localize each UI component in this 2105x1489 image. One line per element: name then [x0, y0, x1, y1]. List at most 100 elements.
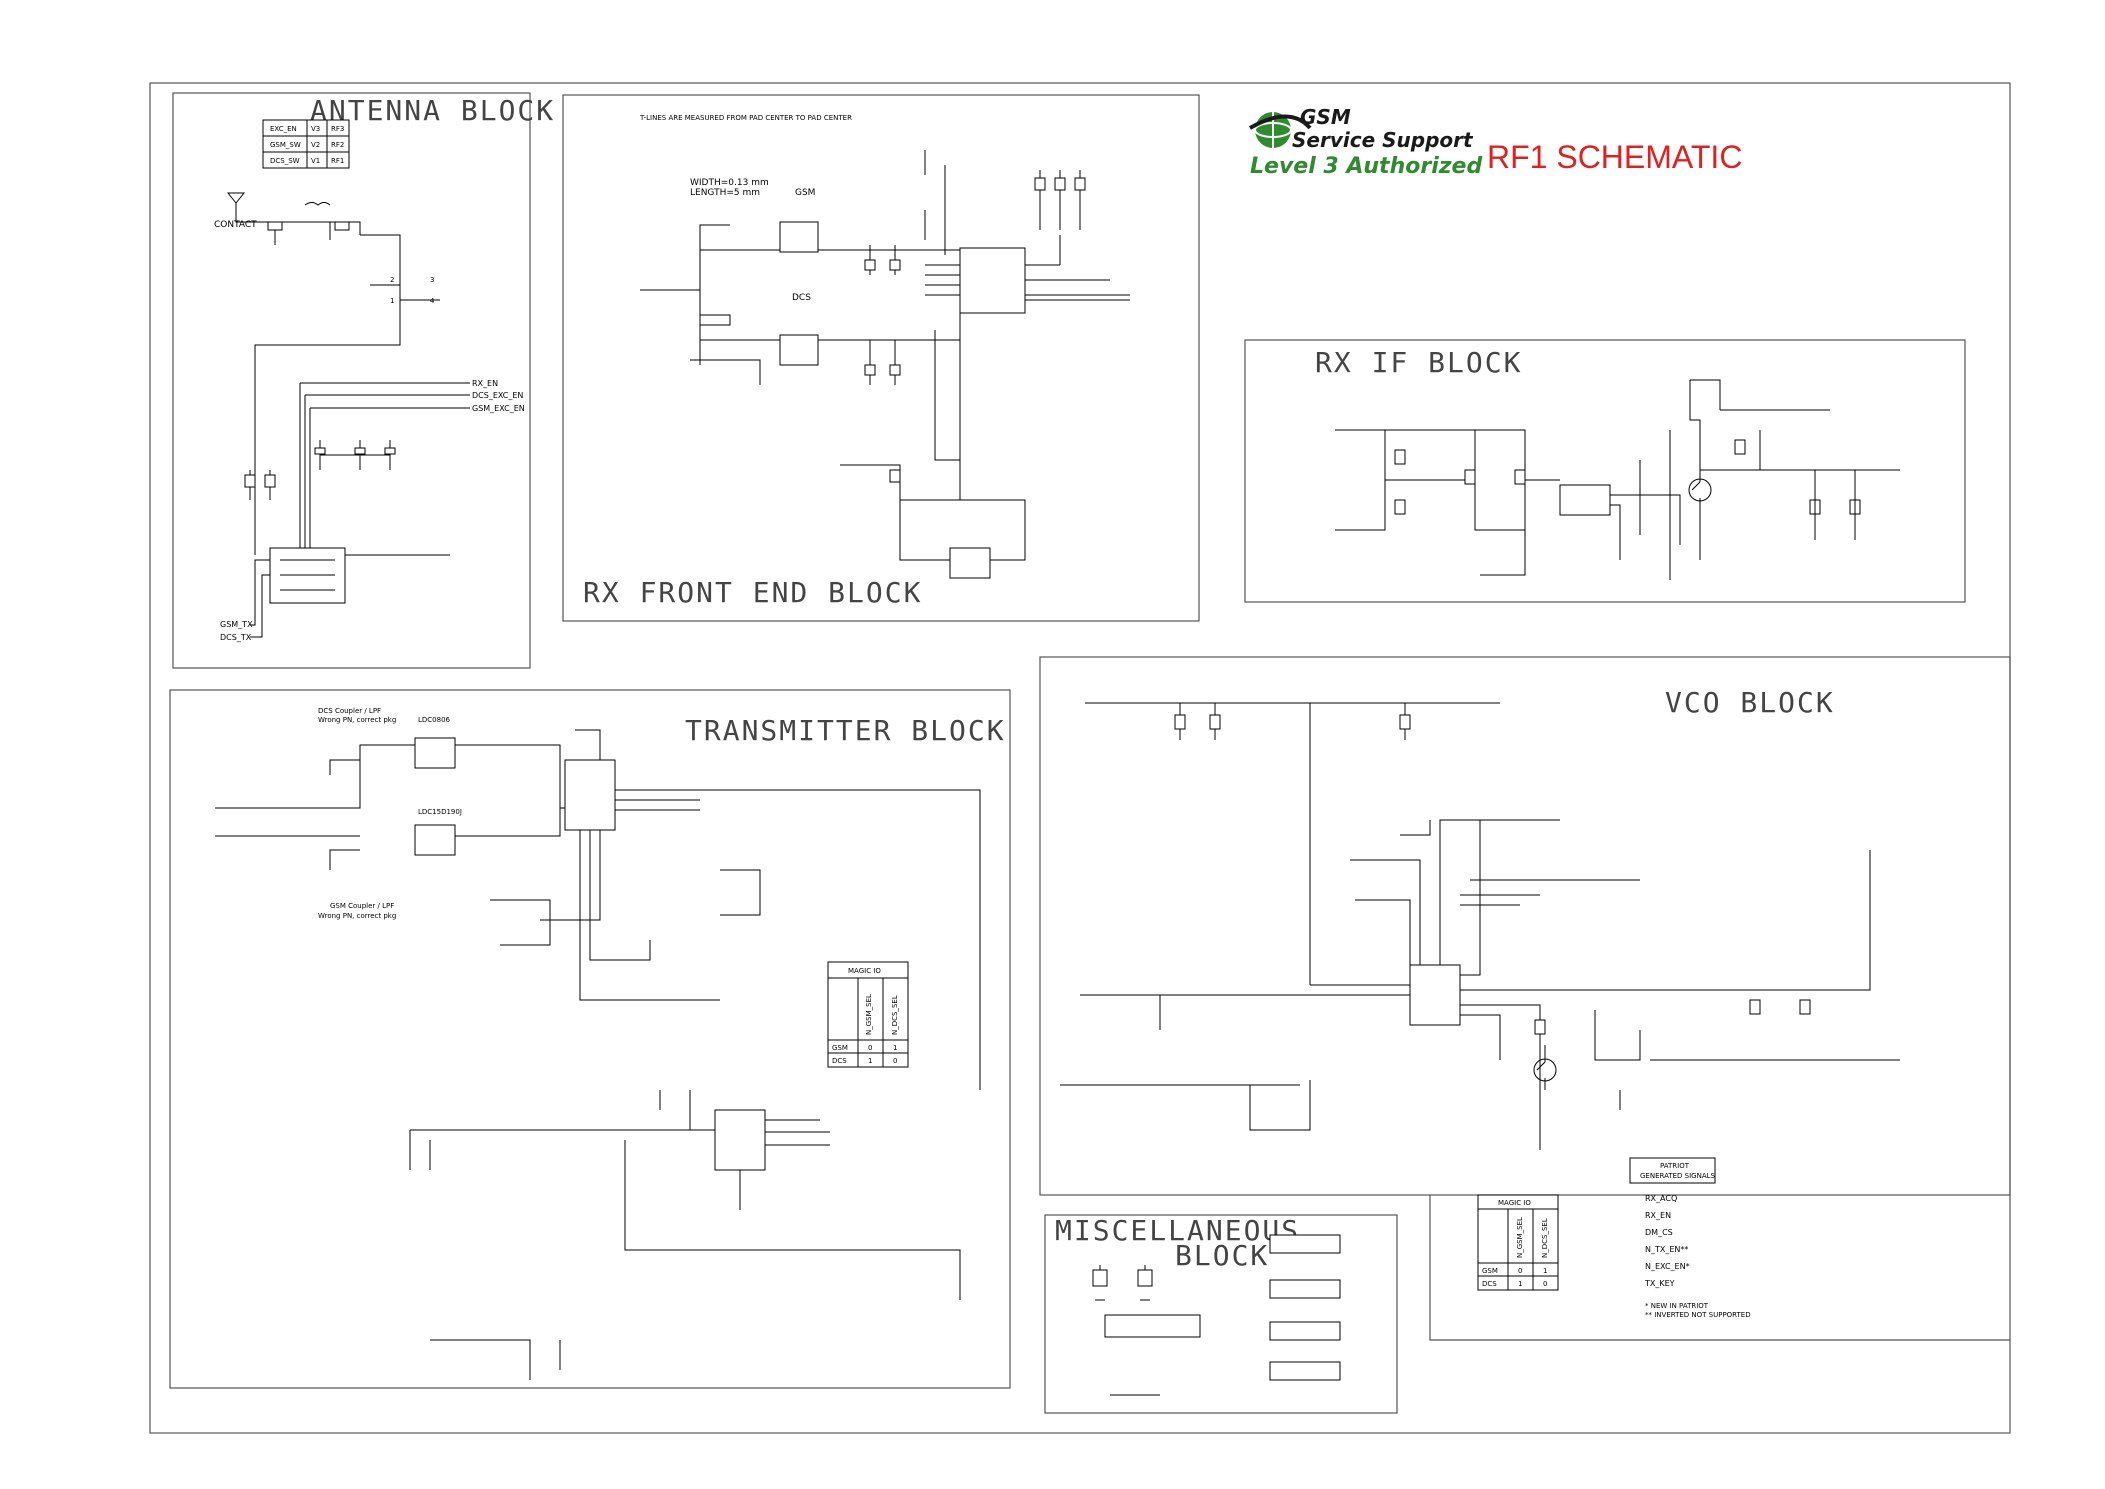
pa-module: [564, 759, 616, 831]
misc-connector: [1269, 1279, 1341, 1299]
magic-io-col: N_DCS_SEL: [891, 995, 899, 1035]
page-title: RF1 SCHEMATIC: [1487, 139, 1742, 175]
transmitter-block: TRANSMITTER BLOCK DCS Coupler / LPF Wron…: [169, 689, 1011, 1389]
svg-text:4: 4: [430, 297, 435, 305]
rx-front-end-ic: [959, 247, 1026, 314]
magic-io-cell: GSM: [1482, 1267, 1498, 1275]
net-dcs-tx: DCS_TX: [220, 633, 252, 642]
antenna-icon: [226, 192, 246, 215]
u420-label: LDC0806: [418, 716, 451, 724]
misc-title-line2: BLOCK: [1175, 1239, 1269, 1272]
magic-io-col: N_GSM_SEL: [865, 994, 873, 1035]
svg-text:1: 1: [390, 297, 394, 305]
magic-io-col: N_DCS_SEL: [1541, 1218, 1549, 1258]
gsm-coupler-ic: [414, 824, 456, 856]
magic-io-cell: 0: [868, 1044, 872, 1052]
patriot-signal: N_TX_EN**: [1645, 1245, 1688, 1254]
transistor-icon: [1688, 470, 1712, 510]
contact-label: CONTACT: [214, 220, 257, 230]
table-cell: RF3: [331, 125, 344, 133]
logo-service-support: Service Support: [1292, 128, 1474, 152]
gsm-coupler-note: GSM Coupler / LPF: [330, 902, 394, 910]
table-cell: RF2: [331, 141, 344, 149]
saw-filter-gsm: [779, 221, 819, 253]
magic-io-cell: GSM: [832, 1044, 848, 1052]
table-cell: EXC_EN: [270, 125, 297, 133]
net-rx-en: RX_EN: [472, 379, 498, 388]
patriot-footnote: ** INVERTED NOT SUPPORTED: [1645, 1311, 1751, 1319]
tline-width: WIDTH=0.13 mm: [690, 178, 769, 188]
patriot-subtitle: GENERATED SIGNALS: [1640, 1172, 1716, 1180]
magic-io-cell: 0: [1543, 1280, 1547, 1288]
globe-icon: [1249, 112, 1312, 148]
dcs-label: DCS: [792, 293, 811, 303]
misc-block: MISCELLANEOUS BLOCK: [1044, 1214, 1398, 1414]
logo-level3: Level 3 Authorized: [1250, 154, 1482, 179]
misc-title-line1: MISCELLANEOUS: [1055, 1214, 1300, 1247]
transmitter-title: TRANSMITTER BLOCK: [685, 714, 1006, 747]
patriot-signal: RX_ACQ: [1645, 1194, 1677, 1203]
magic-io-title: MAGIC IO: [1498, 1199, 1531, 1207]
gsm-coupler-pn-note: Wrong PN, correct pkg: [318, 912, 396, 920]
table-cell: RF1: [331, 157, 344, 165]
rx-front-end-block: RX FRONT END BLOCK T-LINES ARE MEASURED …: [562, 94, 1200, 622]
logo-gsm: GSM: [1300, 105, 1351, 129]
table-cell: DCS_SW: [270, 157, 300, 165]
magic-io-cell: DCS: [1482, 1280, 1497, 1288]
magic-io-cell: 1: [868, 1057, 872, 1065]
table-cell: GSM_SW: [270, 141, 301, 149]
misc-connector: [1269, 1234, 1341, 1254]
magic-io-cell: 0: [893, 1057, 897, 1065]
antenna-block-title: ANTENNA BLOCK: [310, 94, 555, 127]
vco-synthesizer-ic: [1409, 964, 1461, 1026]
magic-io-cell: 1: [1518, 1280, 1522, 1288]
misc-connector: [1269, 1321, 1341, 1341]
rx-front-end-title: RX FRONT END BLOCK: [583, 576, 922, 609]
antenna-switch-table: EXC_EN V3 RF3 GSM_SW V2 RF2 DCS_SW V1 RF…: [262, 119, 350, 169]
tline-length: LENGTH=5 mm: [690, 188, 760, 198]
vco-block: VCO BLOCK PATRIOT GENERATED SIGNALS RX_A…: [1039, 656, 2011, 1341]
magic-io-cell: DCS: [832, 1057, 847, 1065]
dcs-coupler-ic: [414, 737, 456, 769]
dcs-coupler-pn-note: Wrong PN, correct pkg: [318, 716, 396, 724]
tx-modulator-ic: [714, 1109, 766, 1171]
table-cell: V1: [311, 157, 320, 165]
tline-note: T-LINES ARE MEASURED FROM PAD CENTER TO …: [639, 114, 852, 122]
u430-label: LDC15D190J: [418, 808, 462, 816]
vco-magic-io-table: MAGIC IO N_GSM_SEL N_DCS_SEL GSM 0 1 DCS…: [1477, 1194, 1559, 1291]
vco-title: VCO BLOCK: [1665, 686, 1835, 719]
patriot-signals-table: PATRIOT GENERATED SIGNALS RX_ACQ RX_EN D…: [1629, 1157, 1751, 1319]
if-filter: [1559, 484, 1611, 516]
vco-transistor-icon: [1533, 1045, 1557, 1090]
gsm-logo: GSM Service Support Level 3 Authorized: [1249, 105, 1482, 179]
magic-io-title: MAGIC IO: [848, 967, 881, 975]
rx-if-title: RX IF BLOCK: [1315, 346, 1522, 379]
antenna-block: ANTENNA BLOCK EXC_EN V3 RF3 GSM_SW V2 RF…: [172, 92, 555, 669]
patriot-title: PATRIOT: [1660, 1162, 1690, 1170]
magic-io-cell: 1: [1543, 1267, 1547, 1275]
gsm-label: GSM: [795, 188, 815, 198]
misc-connector: [1104, 1314, 1201, 1338]
magic-io-col: N_GSM_SEL: [1516, 1217, 1524, 1258]
patriot-signal: N_EXC_EN*: [1645, 1262, 1690, 1271]
tx-rx-duplexer: [949, 547, 991, 579]
svg-text:2: 2: [390, 276, 394, 284]
magic-io-cell: 1: [893, 1044, 897, 1052]
misc-connector: [1269, 1361, 1341, 1381]
net-gsm-exc-en: GSM_EXC_EN: [472, 404, 525, 413]
magic-io-cell: 0: [1518, 1267, 1522, 1275]
patriot-signal: TX_KEY: [1644, 1279, 1675, 1288]
table-cell: V3: [311, 125, 320, 133]
dcs-coupler-note: DCS Coupler / LPF: [318, 707, 381, 715]
patriot-footnote: * NEW IN PATRIOT: [1645, 1302, 1709, 1310]
rx-if-block: RX IF BLOCK: [1244, 339, 1966, 603]
tx-magic-io-table: MAGIC IO N_GSM_SEL N_DCS_SEL GSM 0 1 DCS…: [827, 961, 909, 1068]
svg-text:3: 3: [430, 276, 434, 284]
net-gsm-tx: GSM_TX: [220, 620, 253, 629]
patriot-signal: RX_EN: [1645, 1211, 1671, 1220]
table-cell: V2: [311, 141, 320, 149]
net-dcs-exc-en: DCS_EXC_EN: [472, 391, 523, 400]
patriot-signal: DM_CS: [1645, 1228, 1673, 1237]
saw-filter-dcs: [779, 334, 819, 366]
